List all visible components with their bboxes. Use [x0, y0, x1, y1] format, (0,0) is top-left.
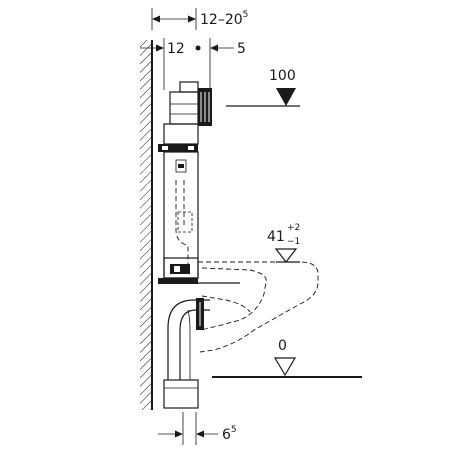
dimension-top-right: 5 [209, 38, 246, 90]
dimension-bottom: 65 [158, 412, 237, 445]
level-triangle-open [274, 248, 298, 263]
drain-bend-inner [179, 309, 210, 380]
drain-bend-outer [167, 299, 210, 380]
level-marker-bottom: 0 [273, 338, 297, 377]
reference-dot [195, 45, 201, 51]
dimension-top-left: 12 [140, 38, 201, 90]
level-triangle-filled [276, 88, 296, 106]
wall [140, 40, 153, 410]
level-middle-label: 41 [267, 229, 285, 245]
arrow-head [156, 44, 164, 52]
drain-socket [163, 379, 199, 409]
cistern-inner-pipe [175, 180, 189, 268]
dimension-top-range: 12–205 [151, 8, 248, 30]
dimension-top-range-label: 12–205 [200, 10, 248, 28]
dimension-top-left-label: 12 [167, 41, 185, 57]
actuator-top [179, 81, 199, 93]
level-middle-tol-minus: −1 [287, 237, 300, 247]
level-top-label: 100 [269, 68, 296, 84]
level-bottom-label: 0 [278, 338, 287, 354]
arrow-head [152, 15, 160, 23]
arrow-head [175, 430, 183, 438]
arrow-head [210, 44, 218, 52]
frame-bracket-bottom [158, 278, 198, 284]
level-marker-top: 100 [226, 68, 300, 107]
wall-hatching [140, 40, 152, 410]
installation-frame [158, 81, 240, 284]
dimension-top-right-label: 5 [237, 41, 246, 57]
frame-bracket-top [158, 144, 198, 152]
wc-bowl-outline [198, 261, 319, 353]
wc-bowl-inner [201, 267, 267, 331]
level-marker-middle: 41 +2 −1 [267, 223, 300, 263]
cistern-window [175, 159, 187, 173]
frame-head [163, 123, 199, 145]
actuator-housing [169, 91, 199, 125]
arrow-head [196, 430, 204, 438]
level-middle-tol-plus: +2 [287, 223, 300, 233]
drain-pipe [163, 298, 210, 409]
wc-bowl [198, 261, 319, 353]
frame-body [163, 151, 199, 279]
level-triangle-open [273, 357, 297, 377]
arrow-head [188, 15, 196, 23]
dimension-bottom-label: 65 [222, 425, 237, 443]
